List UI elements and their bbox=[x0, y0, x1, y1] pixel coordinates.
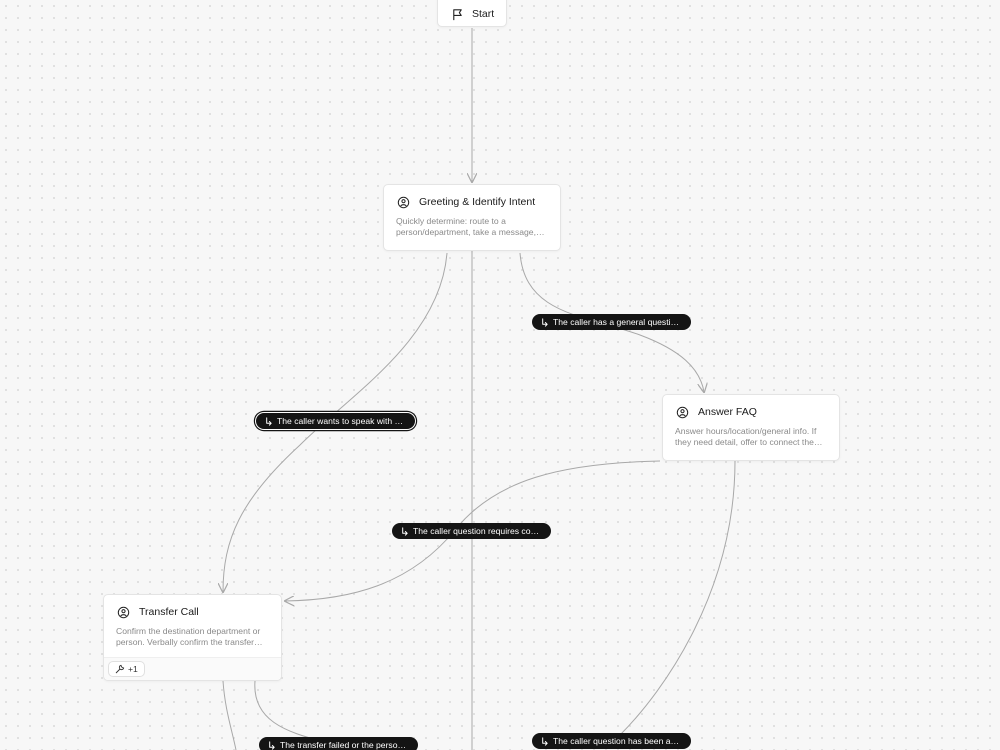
edge-transfer-failed[interactable] bbox=[254, 680, 326, 743]
node-title: Answer FAQ bbox=[698, 406, 757, 418]
node-answer-faq[interactable]: Answer FAQ Answer hours/location/general… bbox=[662, 394, 840, 461]
node-description: Quickly determine: route to a person/dep… bbox=[396, 216, 545, 237]
edge-label-text: The transfer failed or the perso… bbox=[280, 740, 407, 750]
node-title: Start bbox=[472, 8, 495, 20]
edge-label-general-question[interactable]: The caller has a general questi… bbox=[532, 314, 691, 330]
edge-label-text: The caller question has been a… bbox=[553, 736, 680, 746]
condition-icon bbox=[267, 740, 276, 750]
condition-icon bbox=[540, 736, 549, 746]
node-greeting-identify-intent[interactable]: Greeting & Identify Intent Quickly deter… bbox=[383, 184, 561, 251]
node-description: Answer hours/location/general info. If t… bbox=[675, 426, 823, 447]
tools-count: +1 bbox=[128, 664, 138, 674]
node-transfer-call[interactable]: Transfer Call Confirm the destination de… bbox=[103, 594, 282, 681]
condition-icon bbox=[540, 317, 549, 327]
edge-faq-answered[interactable] bbox=[619, 460, 736, 736]
agent-face-icon bbox=[675, 405, 689, 419]
tool-wrench-icon bbox=[115, 664, 125, 674]
tools-badge[interactable]: +1 bbox=[108, 661, 145, 677]
agent-face-icon bbox=[396, 195, 410, 209]
edge-greeting-to-transfer[interactable] bbox=[223, 252, 448, 592]
edge-label-text: The caller question requires co… bbox=[413, 526, 540, 536]
node-start[interactable]: Start bbox=[437, 0, 507, 27]
node-title: Transfer Call bbox=[139, 606, 199, 618]
edge-greeting-to-faq[interactable] bbox=[519, 252, 704, 392]
node-tools-footer: +1 bbox=[104, 657, 281, 680]
edge-label-wants-to-speak[interactable]: The caller wants to speak with … bbox=[256, 413, 415, 429]
node-title: Greeting & Identify Intent bbox=[419, 196, 536, 208]
agent-face-icon bbox=[116, 605, 130, 619]
condition-icon bbox=[400, 526, 409, 536]
flag-icon bbox=[450, 7, 464, 21]
edge-label-transfer-failed[interactable]: The transfer failed or the perso… bbox=[259, 737, 418, 750]
node-description: Confirm the destination department or pe… bbox=[116, 626, 263, 647]
edge-label-question-answered[interactable]: The caller question has been a… bbox=[532, 733, 691, 749]
edge-transfer-down[interactable] bbox=[222, 680, 237, 750]
edge-label-requires-connection[interactable]: The caller question requires co… bbox=[392, 523, 551, 539]
edge-label-text: The caller has a general questi… bbox=[553, 317, 680, 327]
edge-label-text: The caller wants to speak with … bbox=[277, 416, 404, 426]
condition-icon bbox=[264, 416, 273, 426]
